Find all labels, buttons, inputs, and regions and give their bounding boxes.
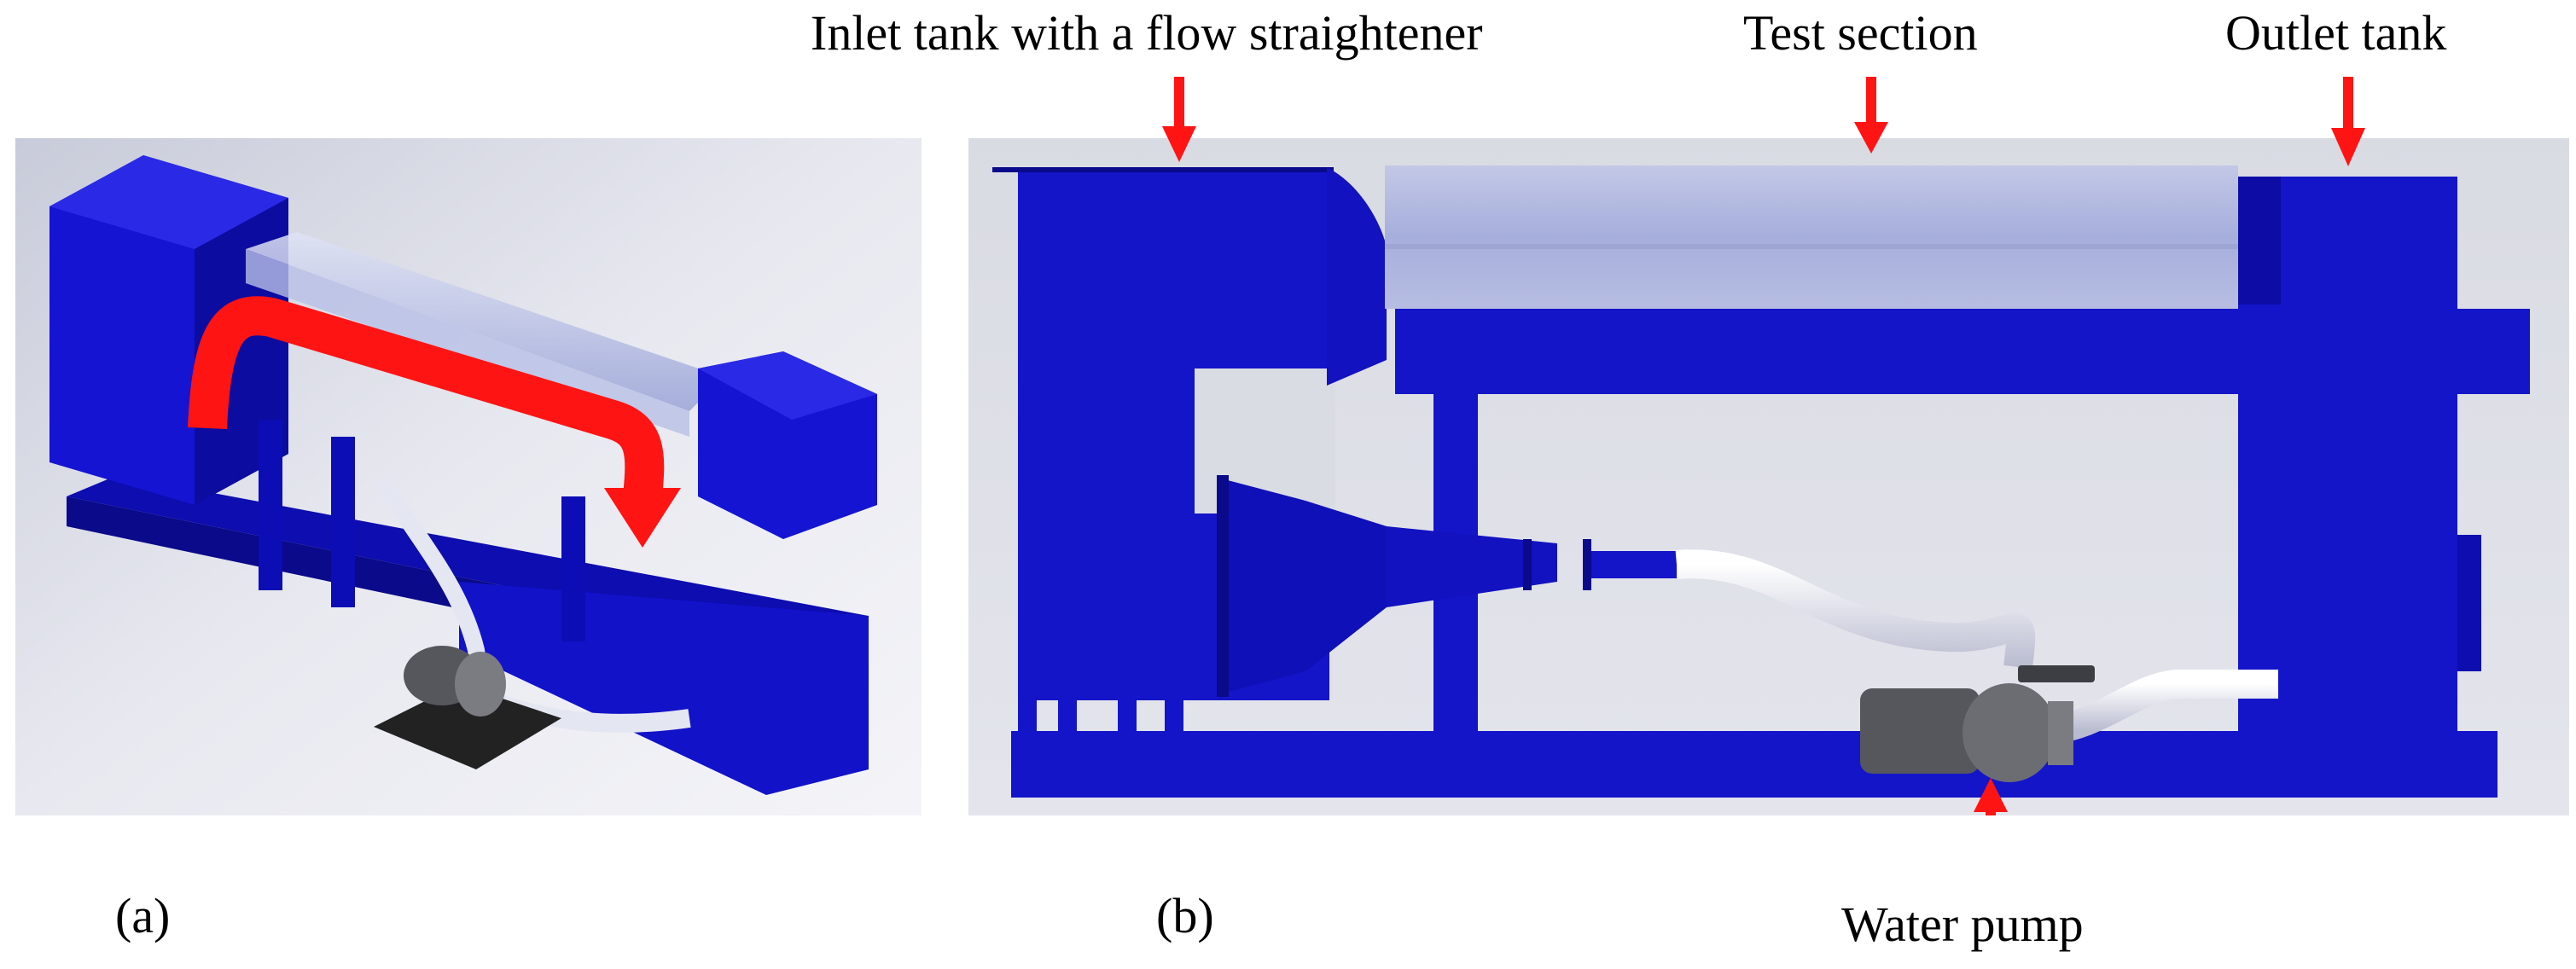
pump-outlet-pipe [2042,669,2278,746]
outlet-tank-edge [2238,177,2281,305]
outlet-pipe-elbow [2278,670,2325,699]
pipe-coupling [1591,551,1677,578]
pipe-flange [1523,539,1532,590]
inlet-contraction [1327,167,1387,386]
diffuser-taper [1387,526,1557,607]
test-section-arrow-shaft [1866,77,1876,124]
pump-flange-top [2018,665,2095,682]
label-arrows [1162,77,2365,166]
outlet-tank-label: Outlet tank [2225,5,2447,61]
connecting-pipe [375,475,489,686]
pump-housing [455,652,506,717]
inlet-arrow-head [1162,126,1196,162]
inlet-tank-rim [992,167,1334,172]
inlet-tank-label: Inlet tank with a flow straightener [811,5,1483,61]
outlet-arrow-head [2331,128,2365,166]
inlet-tank-top [49,155,288,249]
panel-b-side-view [968,138,2569,815]
water-pump-label: Water pump [1841,896,2084,952]
outlet-tank-top [698,351,877,420]
pump-motor [1860,688,1980,774]
outlet-arrow-shaft [2343,77,2353,130]
panel-b-caption: (b) [1156,888,1214,943]
test-section-glass [246,232,724,411]
pump-outlet-nozzle [2048,701,2073,765]
flow-arrow-head [604,488,681,548]
test-section-arrow-head [1854,122,1888,154]
diffuser-flange [1217,475,1229,697]
base-rail [1011,731,2497,798]
inlet-arrow-shaft [1174,77,1184,128]
diffuser-cone [1224,479,1387,693]
support-leg [259,420,282,590]
outlet-flange [2457,535,2481,671]
support-leg [331,437,355,607]
support-leg [561,496,585,641]
pump-inlet-pipe [1675,549,2036,670]
water-pump-arrow-head [1974,778,2008,812]
pump-housing [1963,683,2056,782]
test-section-label: Test section [1743,5,1978,61]
test-section-glass [1385,165,2238,309]
panel-a-isometric-view [15,138,922,815]
flow-direction-arrow [188,296,665,499]
test-section-divider [1385,244,2238,249]
panel-a-caption: (a) [115,888,171,943]
pipe-flange [1583,539,1591,590]
pump-base-plate [374,684,561,769]
